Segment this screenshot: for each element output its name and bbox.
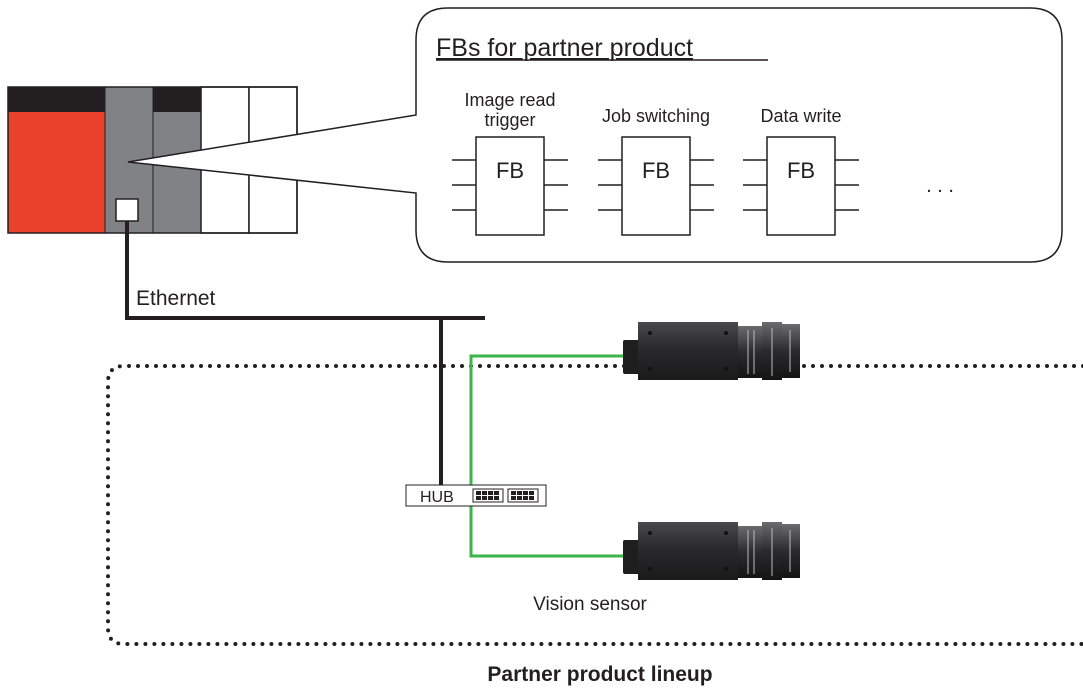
- ethernet-port: [115, 198, 139, 222]
- fb-caption: Job switching: [602, 106, 710, 126]
- fb-block: [621, 136, 691, 236]
- fb-ellipsis: . . .: [926, 175, 954, 197]
- lan-cable-lower: [469, 506, 625, 558]
- lan-cables: [469, 354, 625, 558]
- hub-label: HUB: [420, 489, 454, 506]
- fb-block: [475, 136, 545, 236]
- vision-sensor-camera: [623, 522, 800, 580]
- partner-lineup-frame: [106, 364, 1083, 646]
- callout-title: FBs for partner product: [436, 34, 693, 62]
- ethernet-cable: [125, 221, 485, 320]
- fb-data-write: Data write FB: [743, 106, 859, 236]
- fb-caption: trigger: [484, 110, 535, 130]
- fb-caption: Data write: [760, 106, 841, 126]
- fb-block-label: FB: [496, 158, 524, 183]
- partner-lineup-label: Partner product lineup: [487, 663, 712, 686]
- ethernet-network: [125, 221, 485, 485]
- cpu-module-top: [8, 87, 105, 112]
- ethernet-label: Ethernet: [136, 287, 216, 310]
- fb-callout: FBs for partner product Image read trigg…: [127, 7, 1063, 263]
- fb-block: [766, 136, 836, 236]
- io-module-top: [153, 87, 201, 112]
- fb-job-switching: Job switching FB: [598, 106, 714, 236]
- fb-block-label: FB: [787, 158, 815, 183]
- vision-sensor-camera: [623, 322, 800, 380]
- lan-cable-upper: [469, 354, 625, 485]
- network-hub: HUB: [405, 484, 547, 507]
- hub-port-block: [472, 488, 539, 503]
- fb-caption: Image read: [464, 90, 555, 110]
- fb-block-label: FB: [642, 158, 670, 183]
- vision-sensor-label: Vision sensor: [533, 594, 647, 615]
- fb-image-read-trigger: Image read trigger FB: [452, 90, 568, 236]
